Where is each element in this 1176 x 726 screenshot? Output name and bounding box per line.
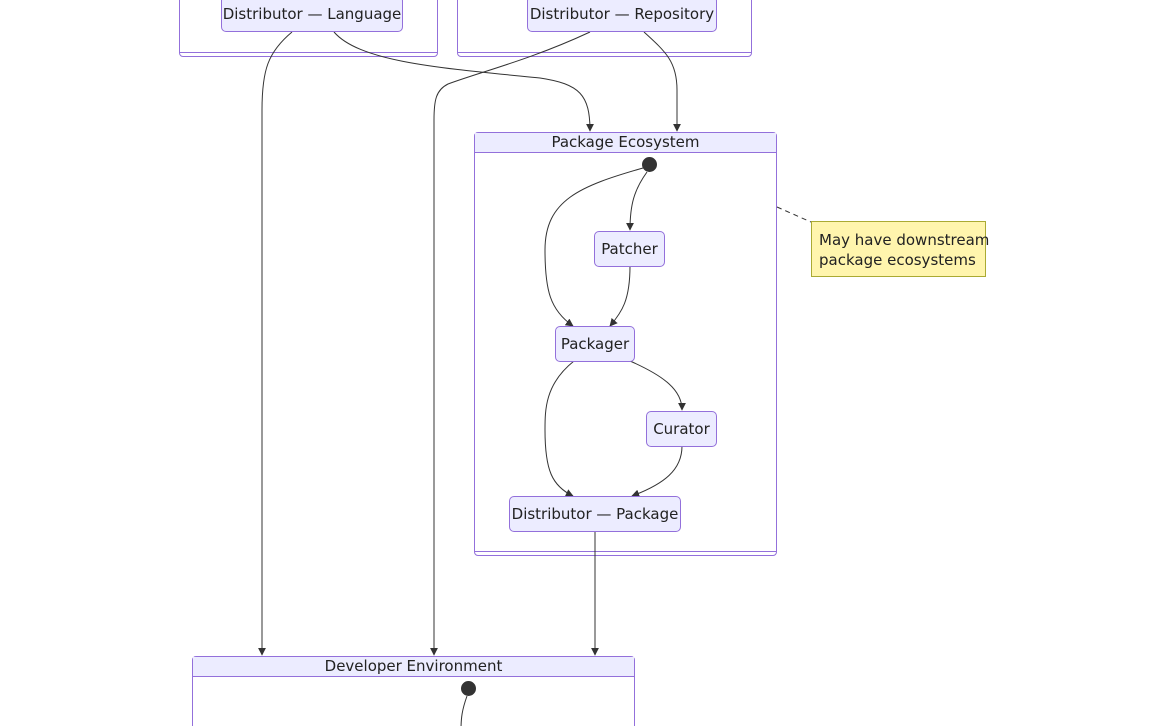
edge-packager-to-distpackage: [544, 360, 575, 497]
cluster-divider: [458, 52, 751, 53]
edge-repository-to-ecosystem: [643, 31, 681, 132]
edge-devenv-start-out: [460, 695, 468, 726]
edge-language-to-ecosystem: [333, 31, 594, 132]
node-patcher[interactable]: Patcher: [594, 231, 665, 267]
note-line-1: May have downstream: [819, 231, 990, 249]
edge-start-to-patcher: [626, 171, 648, 231]
node-distributor-language[interactable]: Distributor — Language: [221, 0, 403, 32]
cluster-divider: [180, 52, 437, 53]
start-state-devenv: [461, 681, 476, 696]
node-distributor-package[interactable]: Distributor — Package: [509, 496, 681, 532]
node-packager[interactable]: Packager: [555, 326, 635, 362]
edge-packager-to-curator: [629, 360, 686, 411]
start-state-ecosystem: [642, 157, 657, 172]
developer-environment-title: Developer Environment: [193, 657, 634, 677]
edge-start-to-packager: [544, 167, 644, 327]
edge-patcher-to-packager: [609, 265, 631, 327]
edge-curator-to-distpackage: [631, 445, 683, 498]
node-distributor-repository[interactable]: Distributor — Repository: [527, 0, 717, 32]
node-curator[interactable]: Curator: [646, 411, 717, 447]
package-ecosystem-title: Package Ecosystem: [475, 133, 776, 153]
note-connector: [776, 206, 812, 223]
edge-language-to-devenv: [258, 31, 293, 656]
downstream-note: May have downstream package ecosystems: [811, 221, 990, 277]
cluster-divider: [475, 551, 776, 552]
note-line-2: package ecosystems: [819, 251, 976, 269]
edge-repository-to-devenv: [430, 31, 591, 656]
developer-environment-cluster: Developer Environment: [192, 656, 635, 726]
